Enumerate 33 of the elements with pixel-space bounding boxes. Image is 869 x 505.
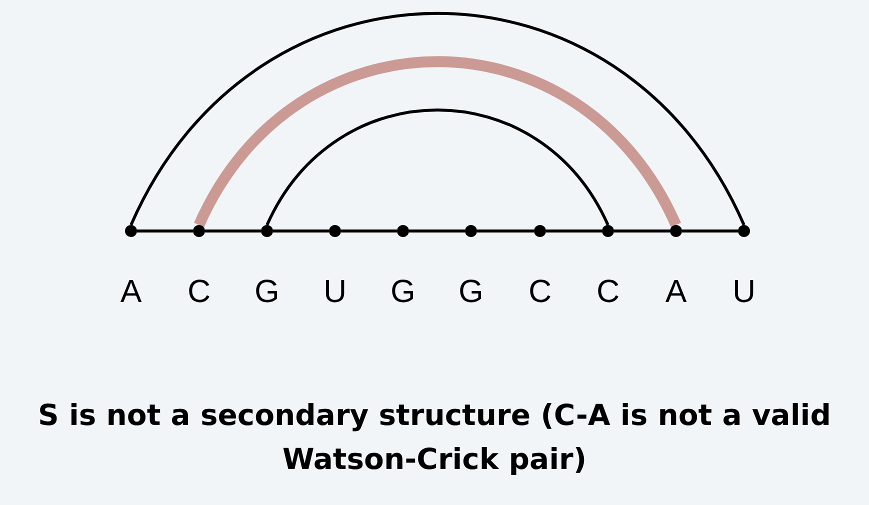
base-dot xyxy=(534,225,546,237)
base-dot xyxy=(261,225,273,237)
base-letter: C xyxy=(186,273,212,309)
base-letter: G xyxy=(390,273,416,309)
pairing-arc xyxy=(194,56,681,228)
backbone-line xyxy=(409,230,465,232)
backbone-line xyxy=(682,230,738,232)
backbone-line xyxy=(205,230,261,232)
base-letter: G xyxy=(254,273,280,309)
base-letter: U xyxy=(322,273,348,309)
base-dot xyxy=(397,225,409,237)
backbone-line xyxy=(341,230,397,232)
base-dot xyxy=(602,225,614,237)
base-letter: A xyxy=(664,273,688,309)
base-dot xyxy=(125,225,137,237)
base-dot xyxy=(193,225,205,237)
base-dot xyxy=(329,225,341,237)
backbone-line xyxy=(546,230,602,232)
base-letter: G xyxy=(458,273,484,309)
pairing-arc xyxy=(266,108,610,226)
caption: S is not a secondary structure (C-A is not a valid Watson-Crick pair) xyxy=(36,397,832,478)
backbone-line xyxy=(477,230,534,232)
backbone-line xyxy=(137,230,193,232)
backbone-line xyxy=(614,230,670,232)
backbone-line xyxy=(273,230,329,232)
base-letter: A xyxy=(119,273,143,309)
base-dot xyxy=(670,225,682,237)
base-letter: C xyxy=(595,273,621,309)
pairing-arc xyxy=(130,12,746,226)
base-dot xyxy=(738,225,750,237)
base-dot xyxy=(465,225,477,237)
base-letter: U xyxy=(731,273,757,309)
base-letter: C xyxy=(527,273,553,309)
